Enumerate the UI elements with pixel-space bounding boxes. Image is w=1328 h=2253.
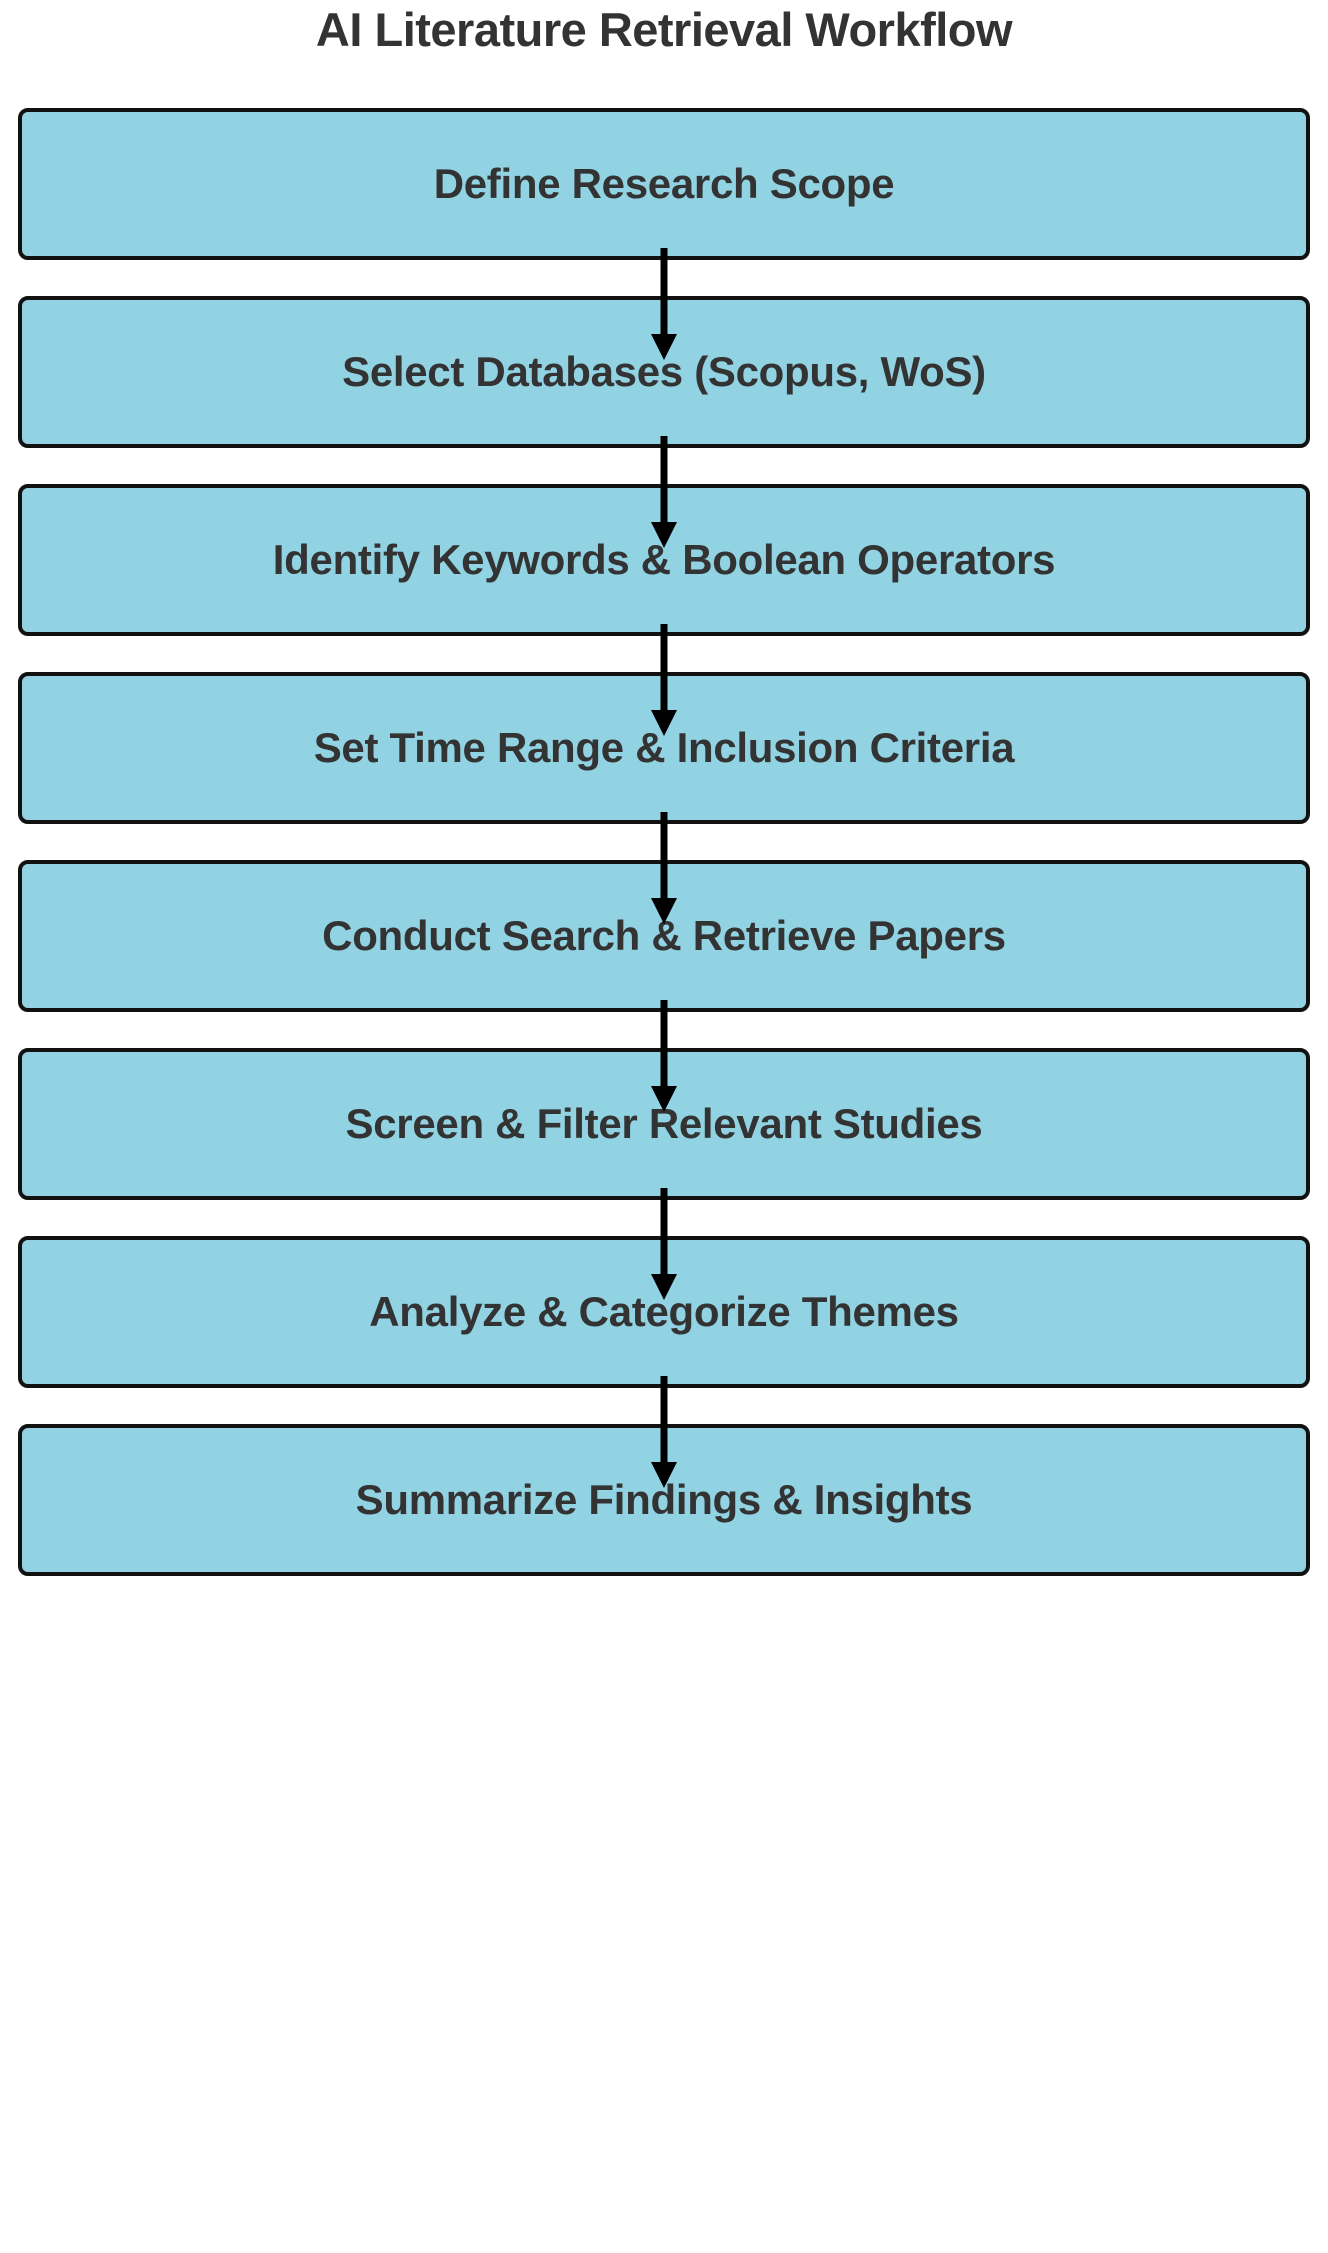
edge-gap-1-2 — [18, 248, 1310, 360]
flow-node-analyze-categorize-themes[interactable]: Analyze & Categorize Themes — [18, 1236, 1310, 1388]
workflow-flowchart: Define Research Scope Select Databases (… — [18, 108, 1310, 1576]
node-wrapper-2: Select Databases (Scopus, WoS) — [18, 296, 1310, 448]
node-wrapper-4: Set Time Range & Inclusion Criteria — [18, 672, 1310, 824]
edge-gap-2-3 — [18, 436, 1310, 548]
flow-node-label: Select Databases (Scopus, WoS) — [342, 347, 986, 395]
node-wrapper-5: Conduct Search & Retrieve Papers — [18, 860, 1310, 1012]
node-wrapper-3: Identify Keywords & Boolean Operators — [18, 484, 1310, 636]
node-wrapper-7: Analyze & Categorize Themes — [18, 1236, 1310, 1388]
node-wrapper-8: Summarize Findings & Insights — [18, 1424, 1310, 1576]
node-wrapper-1: Define Research Scope — [18, 108, 1310, 260]
edge-gap-7-8 — [18, 1376, 1310, 1488]
flow-node-identify-keywords[interactable]: Identify Keywords & Boolean Operators — [18, 484, 1310, 636]
flow-node-label: Analyze & Categorize Themes — [369, 1287, 959, 1335]
flow-node-label: Summarize Findings & Insights — [355, 1475, 973, 1523]
flow-node-select-databases[interactable]: Select Databases (Scopus, WoS) — [18, 296, 1310, 448]
flow-node-label: Identify Keywords & Boolean Operators — [272, 535, 1056, 583]
flow-node-conduct-search[interactable]: Conduct Search & Retrieve Papers — [18, 860, 1310, 1012]
page-title: AI Literature Retrieval Workflow — [315, 3, 1013, 56]
flow-node-set-time-range[interactable]: Set Time Range & Inclusion Criteria — [18, 672, 1310, 824]
edge-gap-5-6 — [18, 1000, 1310, 1112]
flow-node-summarize-findings[interactable]: Summarize Findings & Insights — [18, 1424, 1310, 1576]
node-wrapper-6: Screen & Filter Relevant Studies — [18, 1048, 1310, 1200]
edge-gap-4-5 — [18, 812, 1310, 924]
flow-node-define-research-scope[interactable]: Define Research Scope — [18, 108, 1310, 260]
edge-gap-3-4 — [18, 624, 1310, 736]
edge-gap-6-7 — [18, 1188, 1310, 1300]
flow-node-screen-filter-studies[interactable]: Screen & Filter Relevant Studies — [18, 1048, 1310, 1200]
flow-node-label: Define Research Scope — [433, 159, 895, 207]
flow-node-label: Set Time Range & Inclusion Criteria — [313, 723, 1015, 771]
flow-node-label: Conduct Search & Retrieve Papers — [322, 911, 1006, 959]
flow-node-label: Screen & Filter Relevant Studies — [345, 1099, 983, 1147]
